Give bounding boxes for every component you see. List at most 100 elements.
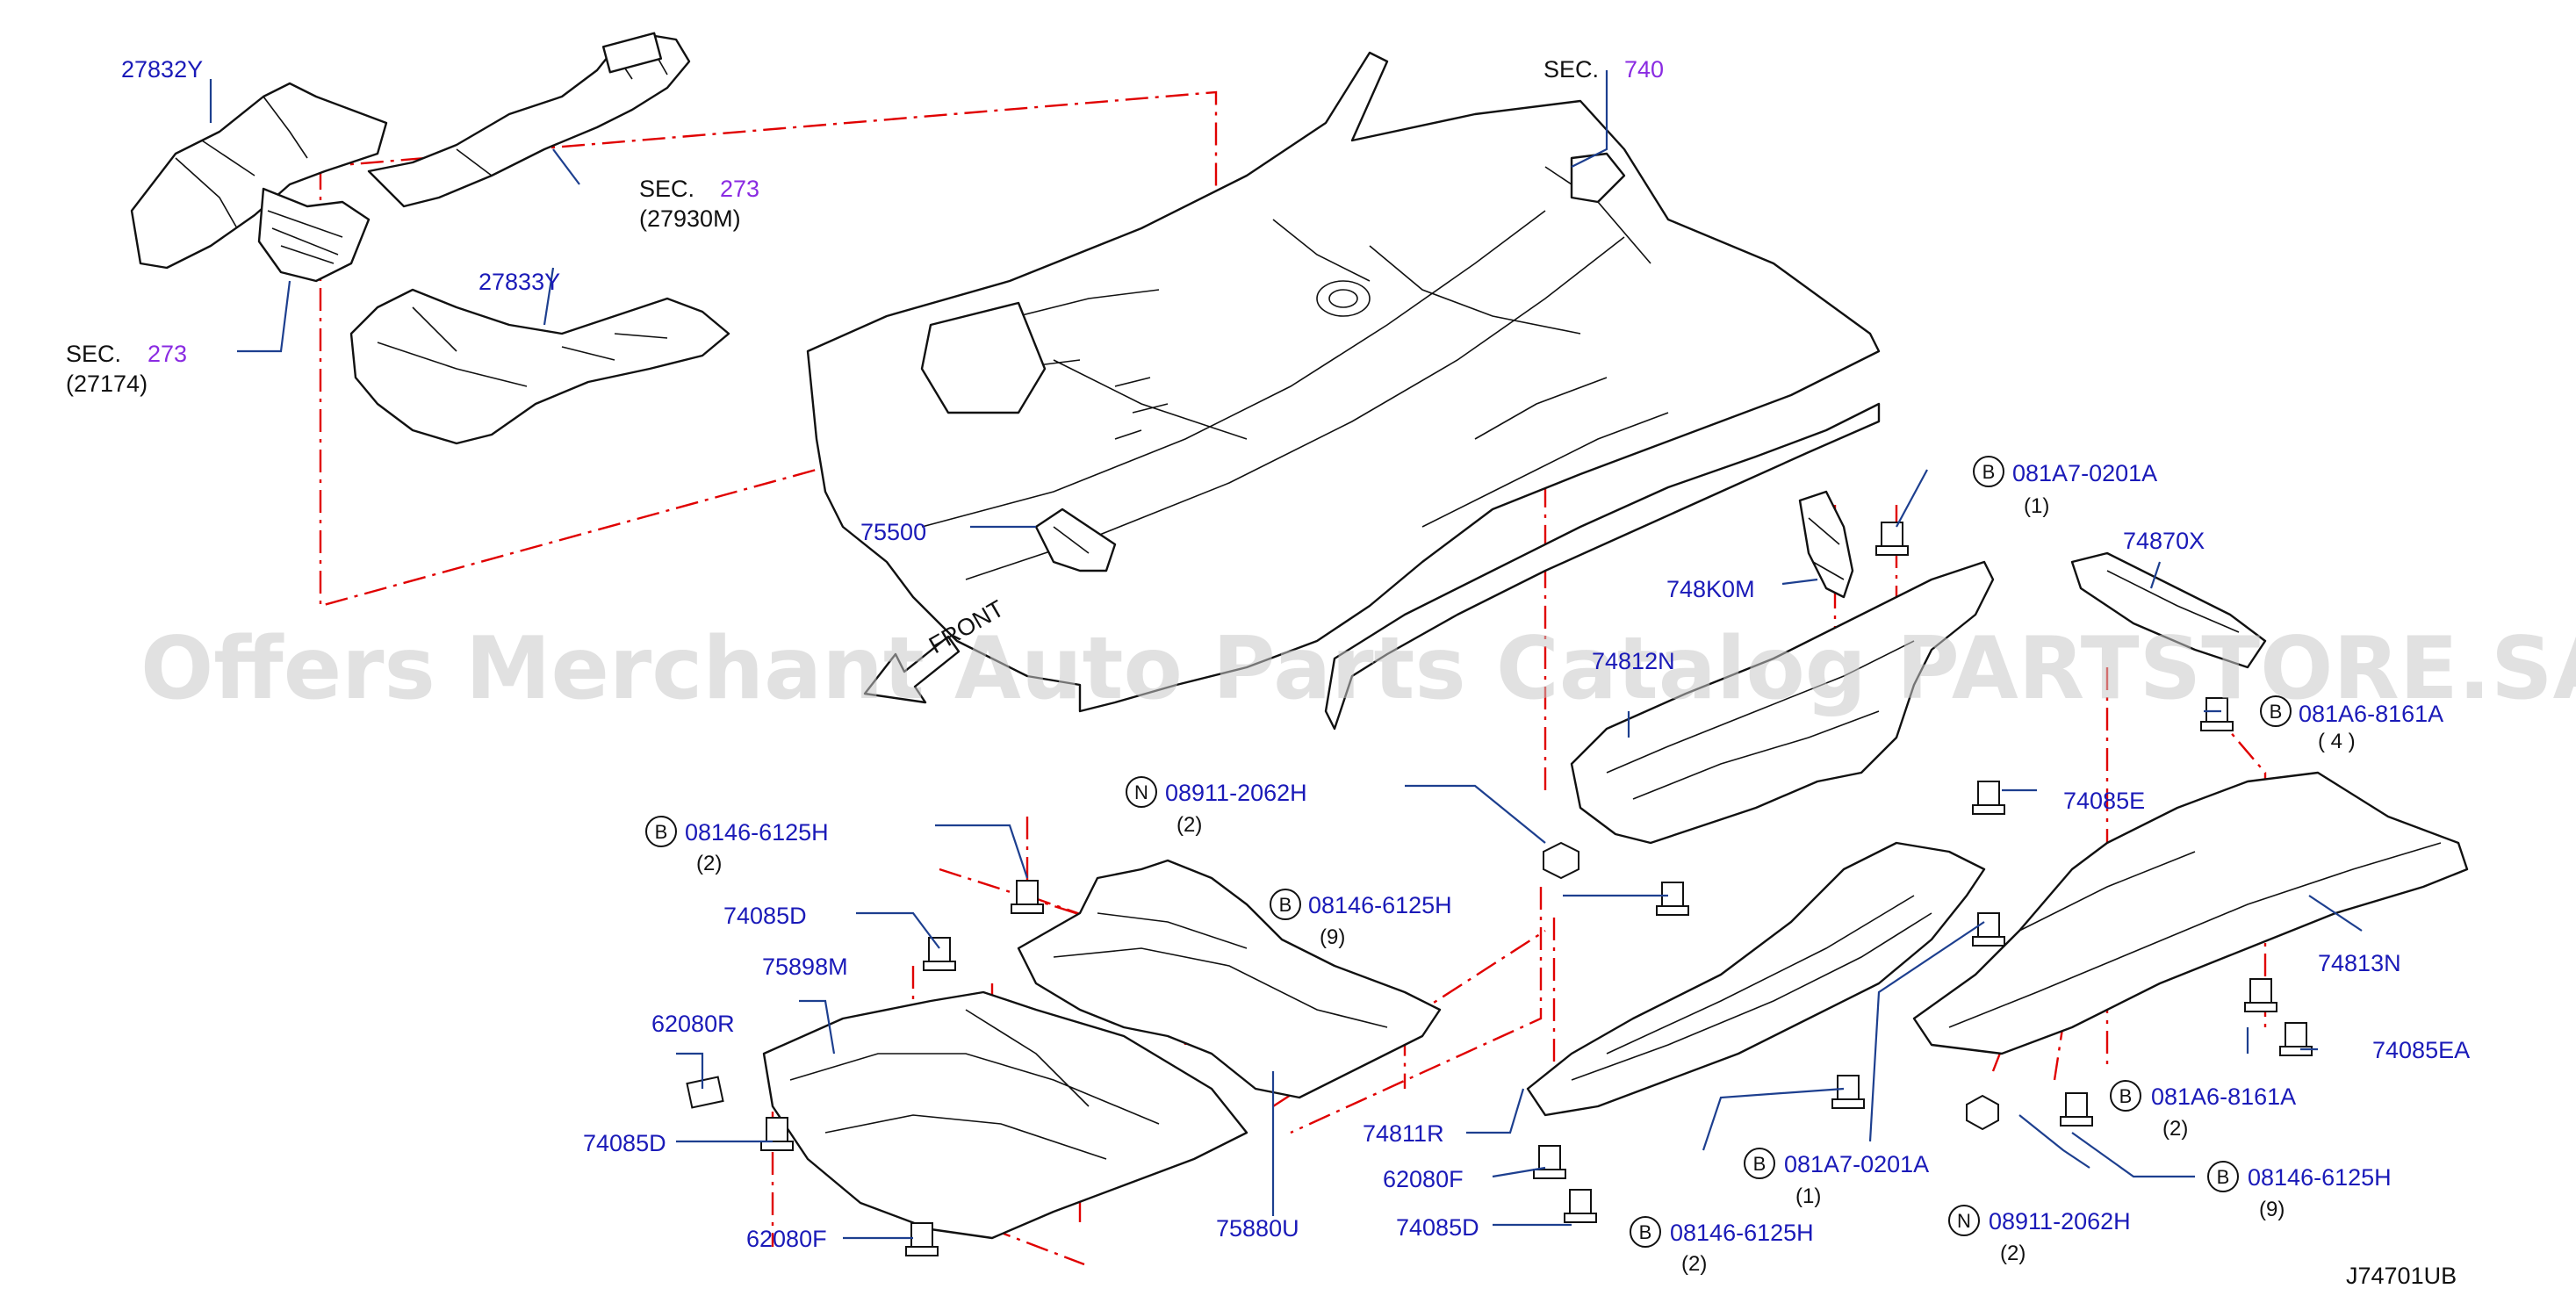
bolt-icon — [1972, 781, 2005, 815]
air-duct-27833Y — [349, 288, 730, 445]
part-number-08146-6125H-bottom[interactable]: 08146-6125H — [1670, 1220, 1814, 1246]
svg-text:B: B — [1639, 1221, 1652, 1243]
bolt-symbol-icon: B — [1630, 1216, 1661, 1248]
quantity-label: ( 4 ) — [2318, 730, 2356, 753]
part-number-74811R[interactable]: 74811R — [1363, 1120, 1444, 1147]
svg-text:B: B — [655, 821, 668, 843]
section-ref-prefix: SEC. — [1543, 56, 1599, 83]
part-number-08911-2062H-bottom[interactable]: 08911-2062H — [1989, 1208, 2131, 1235]
bolt-icon — [2244, 978, 2277, 1012]
part-number-62080F-a[interactable]: 62080F — [746, 1226, 827, 1252]
section-ref-273-b[interactable]: 273 — [148, 341, 187, 367]
diagram-code: J74701UB — [2346, 1263, 2457, 1289]
bolt-symbol-icon: B — [2207, 1161, 2239, 1192]
bolt-icon — [905, 1222, 939, 1256]
svg-text:B: B — [2217, 1166, 2230, 1188]
floor-cover-74811R — [1526, 841, 1986, 1117]
part-number-74812N[interactable]: 74812N — [1592, 648, 1675, 674]
part-number-08146-6125H-left[interactable]: 08146-6125H — [685, 819, 829, 846]
bolt-symbol-icon: B — [1744, 1148, 1775, 1179]
bolt-icon — [2060, 1092, 2093, 1127]
floor-cover-75898M — [762, 990, 1248, 1240]
bolt-icon — [1875, 522, 1909, 556]
part-number-081A6-8161A-bottom[interactable]: 081A6-8161A — [2151, 1083, 2296, 1110]
quantity-label: (1) — [2024, 494, 2049, 518]
bolt-icon — [760, 1117, 794, 1151]
part-number-74870X[interactable]: 74870X — [2123, 528, 2205, 554]
svg-text:B: B — [2119, 1085, 2133, 1107]
quantity-label: (2) — [1681, 1252, 1707, 1276]
air-duct-27832Y — [130, 82, 388, 283]
floor-cover-74812N — [1570, 560, 1995, 845]
quantity-label: (1) — [1795, 1184, 1821, 1208]
part-number-27832Y[interactable]: 27832Y — [121, 56, 203, 83]
part-number-62080R[interactable]: 62080R — [651, 1011, 735, 1037]
part-number-75898M[interactable]: 75898M — [762, 954, 848, 980]
bolt-symbol-icon: B — [645, 816, 677, 847]
svg-text:B: B — [1753, 1153, 1767, 1175]
watermark-text: Offers Merchant Auto Parts Catalog PARTS… — [140, 619, 2576, 719]
bolt-symbol-icon: B — [1973, 456, 2004, 487]
part-number-75880U[interactable]: 75880U — [1216, 1215, 1299, 1242]
part-number-74813N[interactable]: 74813N — [2318, 950, 2401, 976]
section-ref-sub: (27930M) — [639, 205, 741, 232]
section-ref-sub: (27174) — [66, 371, 148, 397]
part-number-27833Y[interactable]: 27833Y — [479, 269, 560, 295]
quantity-label: (9) — [1320, 925, 1345, 949]
bracket-75500 — [1034, 508, 1117, 572]
part-number-08911-2062H-top[interactable]: 08911-2062H — [1165, 780, 1307, 806]
clip-icon — [686, 1076, 724, 1109]
part-number-08146-6125H-mid[interactable]: 08146-6125H — [1308, 892, 1452, 918]
bolt-icon — [1972, 912, 2005, 947]
part-number-62080F-b[interactable]: 62080F — [1383, 1166, 1464, 1192]
floor-cover-75880U — [1017, 859, 1442, 1099]
fastener-symbols: B B N B B B B N B B — [645, 456, 2292, 1248]
svg-text:B: B — [2270, 701, 2283, 723]
part-number-081A7-0201A-bottom[interactable]: 081A7-0201A — [1784, 1151, 1929, 1177]
part-number-74085EA[interactable]: 74085EA — [2372, 1037, 2470, 1063]
nut-icon — [1543, 841, 1579, 880]
quantity-label: (2) — [1176, 813, 1202, 837]
svg-text:B: B — [1982, 461, 1996, 483]
quantity-label: (2) — [2000, 1242, 2026, 1265]
part-number-748K0M[interactable]: 748K0M — [1666, 576, 1755, 602]
bolt-icon — [2279, 1022, 2313, 1056]
quantity-label: (2) — [696, 852, 722, 875]
bracket-74870X — [2070, 551, 2267, 669]
bolt-icon — [1011, 880, 1044, 914]
svg-text:N: N — [1957, 1210, 1971, 1232]
air-duct-27930M — [367, 32, 691, 208]
section-ref-prefix: SEC. — [66, 341, 121, 367]
part-number-74085D-a[interactable]: 74085D — [723, 903, 807, 929]
nut-symbol-icon: N — [1126, 776, 1157, 808]
bolt-icon — [1656, 882, 1689, 916]
leader-lines — [209, 70, 2363, 1240]
part-number-081A6-8161A-top[interactable]: 081A6-8161A — [2299, 701, 2443, 727]
quantity-label: (2) — [2162, 1117, 2188, 1141]
floor-cover-74813N — [1912, 771, 2469, 1055]
part-number-08146-6125H-right[interactable]: 08146-6125H — [2248, 1164, 2392, 1191]
nut-symbol-icon: N — [1948, 1205, 1980, 1236]
quantity-label: (9) — [2259, 1198, 2285, 1221]
part-number-74085E[interactable]: 74085E — [2063, 788, 2145, 814]
section-ref-273-a[interactable]: 273 — [720, 176, 759, 202]
bolt-symbol-icon: B — [1270, 889, 1301, 920]
part-number-081A7-0201A-top[interactable]: 081A7-0201A — [2012, 460, 2157, 486]
section-ref-740[interactable]: 740 — [1624, 56, 1664, 83]
part-number-74085D-c[interactable]: 74085D — [1396, 1214, 1479, 1241]
nut-icon — [1966, 1094, 1999, 1131]
bolt-symbol-icon: B — [2260, 695, 2292, 727]
bolt-icon — [1831, 1075, 1865, 1109]
bolt-icon — [1533, 1145, 1566, 1179]
svg-text:B: B — [1279, 894, 1292, 916]
bracket-748K0M — [1798, 490, 1854, 599]
callout-labels: 27832Y 27833Y SEC. 273 (27930M) SEC. 273… — [66, 56, 2470, 1289]
part-number-75500[interactable]: 75500 — [860, 519, 926, 545]
bolt-icon — [1564, 1189, 1597, 1223]
part-number-74085D-b[interactable]: 74085D — [583, 1130, 666, 1156]
bolt-icon — [923, 937, 956, 971]
svg-text:N: N — [1134, 781, 1148, 803]
section-ref-prefix: SEC. — [639, 176, 694, 202]
